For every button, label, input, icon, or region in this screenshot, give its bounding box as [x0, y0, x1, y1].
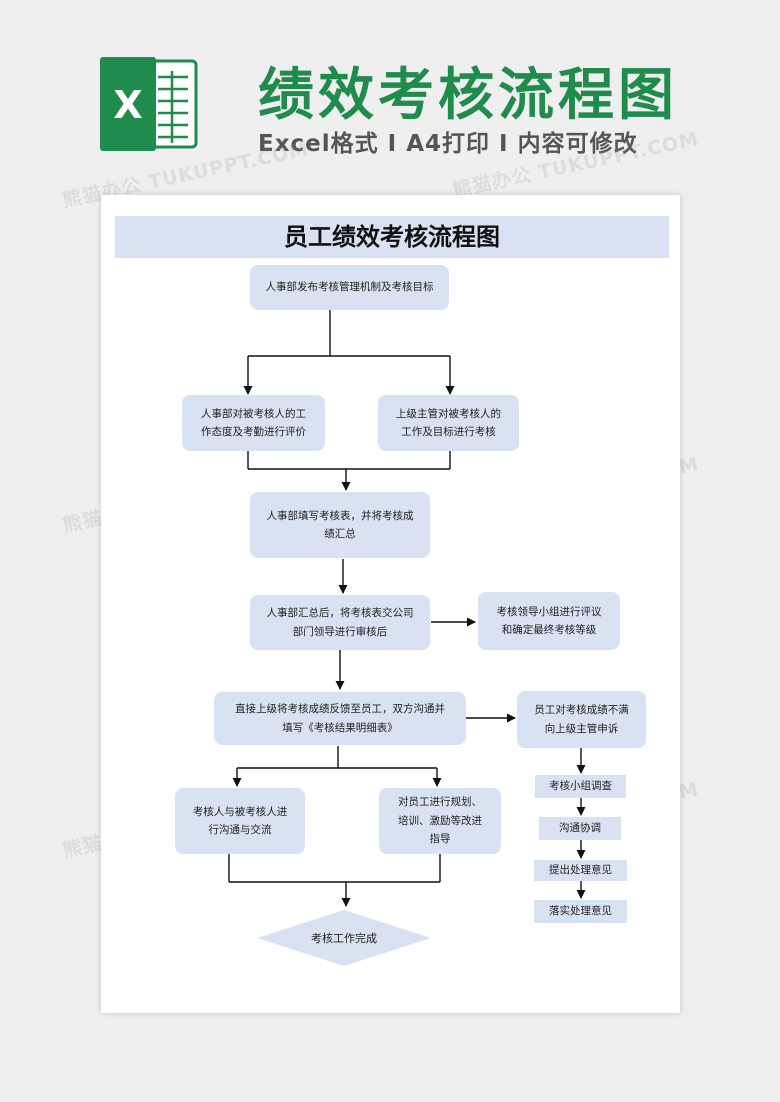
step-group-investigation: 考核小组调查 — [535, 775, 626, 798]
step-implement-opinion: 落实处理意见 — [534, 900, 627, 923]
node-leadership-review: 考核领导小组进行评议 和确定最终考核等级 — [478, 592, 620, 650]
node-label: 人事部发布考核管理机制及考核目标 — [265, 281, 434, 294]
node-label-line: 考核人与被考核人进 — [192, 805, 288, 818]
node-assessment-complete: 考核工作完成 — [311, 932, 377, 945]
flow-connectors — [228, 310, 586, 966]
node-label-line: 人事部对被考核人的工 — [201, 407, 306, 420]
node-label-line: 向上级主管申诉 — [544, 722, 619, 735]
node-label-line: 员工对考核成绩不满 — [534, 704, 629, 717]
node-feedback-to-employee: 直接上级将考核成绩反馈至员工，双方沟通并 填写《考核结果明细表》 — [214, 692, 466, 745]
node-submit-to-leaders: 人事部汇总后，将考核表交公司 部门领导进行审核后 — [250, 595, 430, 650]
node-improvement-guidance: 对员工进行规划、 培训、激励等改进 指导 — [379, 788, 501, 854]
node-label-line: 指导 — [429, 833, 451, 846]
node-supervisor-assess-work: 上级主管对被考核人的 工作及目标进行考核 — [378, 395, 519, 451]
node-label-line: 和确定最终考核等级 — [501, 624, 597, 636]
node-employee-appeal: 员工对考核成绩不满 向上级主管申诉 — [517, 691, 646, 748]
page-header: X 绩效考核流程图 Excel格式 I A4打印 I 内容可修改 — [0, 0, 780, 190]
excel-logo-icon: X — [100, 57, 198, 151]
node-label-line: 考核领导小组进行评议 — [496, 605, 602, 618]
node-label-line: 直接上级将考核成绩反馈至员工，双方沟通并 — [235, 703, 445, 716]
page-subtitle: Excel格式 I A4打印 I 内容可修改 — [258, 131, 638, 157]
step-coordination: 沟通协调 — [539, 817, 621, 840]
node-label-line: 人事部填写考核表，并将考核成 — [266, 509, 414, 522]
end-diamond — [257, 910, 431, 966]
node-label-line: 部门领导进行审核后 — [292, 625, 388, 638]
document-title-band: 员工绩效考核流程图 — [115, 216, 669, 258]
node-label-line: 行沟通与交流 — [208, 824, 272, 836]
node-label-line: 填写《考核结果明细表》 — [282, 721, 398, 734]
node-label-line: 工作及目标进行考核 — [401, 426, 496, 438]
node-fill-assessment-form: 人事部填写考核表，并将考核成 绩汇总 — [250, 492, 430, 558]
page-title: 绩效考核流程图 — [258, 63, 678, 128]
node-label-line: 作态度及考勤进行评价 — [201, 426, 306, 438]
node-hr-evaluate-attitude: 人事部对被考核人的工 作态度及考勤进行评价 — [182, 395, 325, 451]
node-label-line: 绩汇总 — [324, 528, 356, 540]
flowchart-document: 员工绩效考核流程图 — [101, 195, 680, 1013]
node-publish-mechanism: 人事部发布考核管理机制及考核目标 — [250, 265, 449, 310]
step-propose-opinion: 提出处理意见 — [534, 860, 627, 881]
node-label-line: 人事部汇总后，将考核表交公司 — [266, 607, 414, 620]
node-label-line: 对员工进行规划、 — [398, 796, 482, 809]
node-communication: 考核人与被考核人进 行沟通与交流 — [175, 788, 305, 854]
excel-logo-letter: X — [113, 83, 142, 127]
node-label-line: 上级主管对被考核人的 — [396, 407, 501, 420]
node-label-line: 培训、激励等改进 — [398, 814, 482, 827]
document-title: 员工绩效考核流程图 — [284, 223, 500, 251]
